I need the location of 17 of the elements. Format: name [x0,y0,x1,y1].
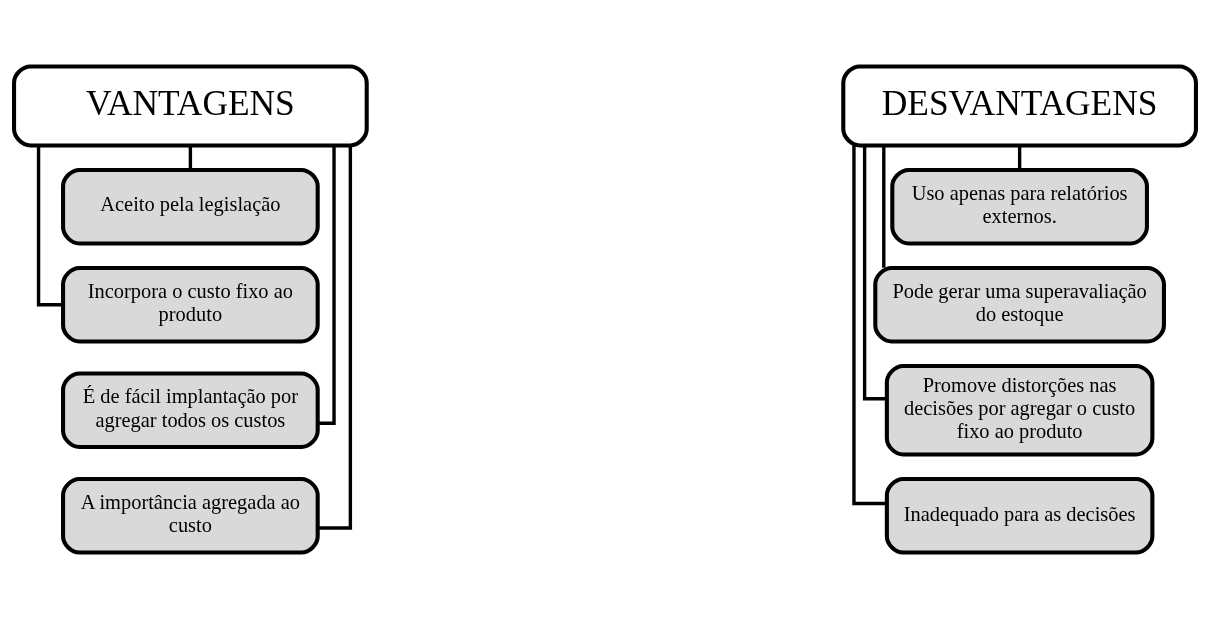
node-box: VANTAGENS [12,63,369,147]
connector [188,145,193,170]
node-box: A importância agregada ao custo [61,476,320,555]
node-box: DESVANTAGENS [841,63,1198,147]
node-box: Pode gerar uma superavaliação do estoque [873,265,1166,344]
node-box: É de fácil implantação por agregar todos os custos [61,370,320,449]
node-box: Inadequado para as decisões [884,476,1155,555]
node-box: Promove distorções nas decisões por agregar o custo fixo ao produto [884,363,1155,457]
connector [318,145,353,530]
connector [852,145,887,505]
connector [36,145,63,306]
node-box: Uso apenas para relatórios externos. [890,167,1149,245]
connector [318,145,336,425]
connector [882,145,886,268]
node-box: Incorpora o custo fixo ao produto [61,265,320,344]
node-box: Aceito pela legislação [61,167,320,245]
connector [1017,145,1022,170]
